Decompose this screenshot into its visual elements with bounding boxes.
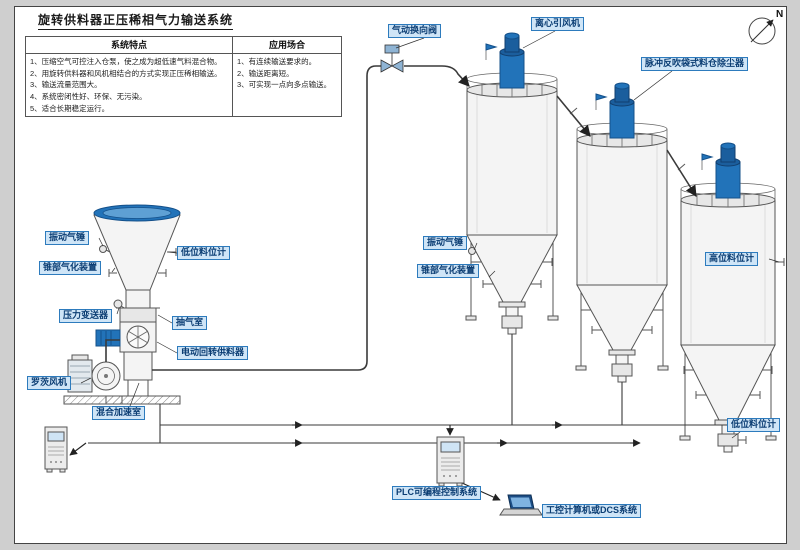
label-air-hammer-hopper: 振动气锤 — [45, 231, 90, 245]
blower-discharge-pipe — [105, 339, 120, 362]
plc-cabinet — [436, 436, 465, 487]
diverter-valve-icon — [380, 44, 404, 73]
compass-needle — [750, 19, 774, 43]
centrifugal-fan-icon — [499, 32, 525, 89]
application-item: 3、可实现一点向多点输送。 — [237, 80, 332, 90]
label-low-level-hopper: 低位料位计 — [177, 246, 231, 260]
application-item: 1、有连续输送要求的。 — [237, 57, 317, 66]
laptop-icon — [499, 494, 543, 516]
label-cone-aeration-silo: 锥部气化装置 — [417, 264, 480, 278]
feature-item: 4、系统密闭性好、环保、无污染。 — [30, 91, 147, 101]
label-suction-chamber: 抽气室 — [172, 316, 208, 330]
suction-chamber-icon — [119, 307, 157, 323]
feature-item: 5、适合长期稳定运行。 — [30, 103, 110, 113]
control-cabinet — [44, 426, 68, 473]
air-hammer-icon — [99, 245, 107, 253]
compass: N — [748, 9, 783, 45]
application-item: 2、输送距离短。 — [237, 68, 294, 78]
feed-pipe-silo-2 — [556, 95, 591, 137]
label-dcs-system: 工控计算机或DCS系统 — [542, 504, 642, 518]
feeder-motor-icon — [95, 329, 121, 347]
conveying-riser-pipe — [152, 65, 381, 371]
label-roots-blower: 罗茨风机 — [27, 376, 72, 390]
flag-icon — [701, 153, 714, 161]
bag-filter-icon — [609, 82, 635, 139]
features-cell: 1、压缩空气可控注入仓泵，使之成为超低速气料混合物。 2、用旋转供料器和风机相结… — [25, 52, 233, 118]
roots-blower — [63, 339, 123, 405]
flag-icon — [485, 43, 498, 51]
flag-icon — [595, 93, 608, 101]
label-low-level-silo: 低位料位计 — [727, 418, 781, 432]
silo-3 — [679, 142, 785, 453]
feed-pipe-silo-3 — [666, 149, 697, 197]
diagram-title: 旋转供料器正压稀相气力输送系统 — [38, 11, 234, 30]
label-air-hammer-silo: 振动气锤 — [423, 236, 468, 250]
label-high-level-silo: 高位料位计 — [705, 252, 759, 266]
leader-lines — [80, 30, 780, 439]
feature-item: 2、用旋转供料器和风机相结合的方式实现正压稀相输送。 — [30, 68, 222, 78]
applications-cell: 1、有连续输送要求的。 2、输送距离短。 3、可实现一点向多点输送。 — [232, 52, 342, 118]
mixing-chamber-icon — [123, 351, 153, 381]
label-diverter-valve: 气动换向阀 — [388, 24, 442, 38]
label-pressure-transmitter: 压力变送器 — [59, 309, 113, 323]
feed-pipe-silo-1 — [404, 65, 470, 87]
air-hammer-icon — [468, 247, 476, 255]
pressure-transmitter-icon — [113, 299, 123, 309]
features-table: 系统特点 应用场合 1、压缩空气可控注入仓泵，使之成为超低速气料混合物。 2、用… — [25, 36, 342, 118]
silo-1 — [465, 32, 559, 335]
label-plc-system: PLC可编程控制系统 — [392, 486, 482, 500]
compass-n: N — [776, 9, 783, 20]
bag-filter-icon — [715, 142, 741, 199]
hopper-feeder-assembly — [93, 204, 181, 405]
label-pulse-bag-filter: 脉冲反吹袋式料仓除尘器 — [641, 57, 749, 71]
label-cone-aeration-hopper: 锥部气化装置 — [39, 261, 102, 275]
feature-item: 3、输送流量范围大。 — [30, 80, 102, 90]
pipes — [88, 44, 755, 444]
label-rotary-feeder: 电动回转供料器 — [177, 346, 249, 360]
feature-item: 1、压缩空气可控注入仓泵，使之成为超低速气料混合物。 — [30, 57, 222, 66]
label-mixing-chamber: 混合加速室 — [92, 406, 146, 420]
label-centrifugal-fan: 离心引风机 — [531, 17, 585, 31]
silo-2 — [575, 82, 669, 383]
